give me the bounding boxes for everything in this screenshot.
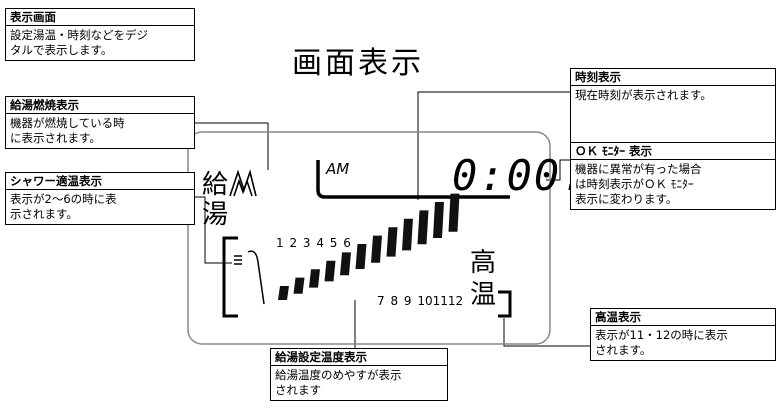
temperature-bar-segment (340, 252, 351, 276)
high-temp-label-2: 温 (470, 280, 497, 310)
scale-high-labels: 7 8 9 101112 (377, 294, 464, 308)
lcd-frame (187, 131, 551, 345)
temperature-bar-segment (402, 218, 413, 251)
high-temp-label-1: 高 (470, 248, 497, 278)
callout-line: は時刻表示がＯＫ ﾓﾆﾀｰ (575, 177, 694, 191)
shower-bracket (222, 236, 238, 318)
clock-bracket (316, 160, 510, 199)
callout-line: 給湯温度のめやすが表示 (275, 368, 402, 382)
shower-icon (234, 250, 265, 305)
callout-title: 表示画面 (6, 9, 194, 26)
callout-line: 表示に変わります。 (575, 192, 678, 206)
callout-body: 機器が燃焼している時 に表示されます。 (6, 114, 194, 148)
callout-body: 設定湯温・時刻などをデジ タルで表示します。 (6, 26, 194, 60)
clock-readout: 0:00. (452, 151, 589, 200)
display-screen-callout: 表示画面 設定湯温・時刻などをデジ タルで表示します。 (5, 8, 195, 61)
temperature-bar-segment (293, 277, 305, 294)
temp-setting-callout: 給湯設定温度表示 給湯温度のめやすが表示 されます (270, 348, 448, 401)
temperature-bar-segment (433, 202, 444, 238)
temperature-bar-segment (355, 244, 367, 269)
callout-title: 給湯燃焼表示 (6, 97, 194, 114)
callout-body: 表示が11・12の時に表示 されます。 (591, 326, 775, 360)
callout-line: 表示が2～6の時に表 (10, 192, 117, 206)
callout-title: ＯＫ ﾓﾆﾀｰ 表示 (571, 143, 775, 160)
callout-title: 時刻表示 (571, 69, 775, 86)
callout-title: シャワー適温表示 (6, 173, 194, 190)
clock-callout: 時刻表示 現在時刻が表示されます。 (570, 68, 776, 152)
temperature-bar-graph (278, 193, 460, 300)
callout-line: 機器に異常が有った場合 (575, 162, 702, 176)
callout-line: タルで表示します。 (10, 43, 113, 57)
page-title: 画面表示 (292, 46, 424, 81)
callout-body: 表示が2～6の時に表 示されます。 (6, 190, 194, 224)
callout-body: 機器に異常が有った場合 は時刻表示がＯＫ ﾓﾆﾀｰ 表示に変わります。 (571, 160, 775, 209)
callout-body: 現在時刻が表示されます。 (571, 86, 775, 105)
shower-callout: シャワー適温表示 表示が2～6の時に表 示されます。 (5, 172, 195, 225)
temperature-bar-segment (309, 269, 320, 288)
callout-line: 設定湯温・時刻などをデジ (10, 28, 148, 42)
high-temp-bracket (498, 290, 512, 318)
temperature-bar-segment (417, 210, 429, 245)
am-label: AM (326, 160, 350, 178)
scale-low-labels: 1 2 3 4 5 6 (276, 236, 351, 250)
callout-line: 示されます。 (10, 207, 78, 221)
callout-line: 表示が11・12の時に表示 (595, 328, 728, 342)
flame-icon (229, 169, 257, 197)
yu-label: 湯 (202, 200, 229, 230)
callout-line: に表示されます。 (10, 131, 101, 145)
callout-body: 給湯温度のめやすが表示 されます (271, 366, 447, 400)
callout-title: 給湯設定温度表示 (271, 349, 447, 366)
ok-monitor-callout: ＯＫ ﾓﾆﾀｰ 表示 機器に異常が有った場合 は時刻表示がＯＫ ﾓﾆﾀｰ 表示に… (570, 142, 776, 210)
high-temp-callout: 高温表示 表示が11・12の時に表示 されます。 (590, 308, 776, 361)
combustion-callout: 給湯燃焼表示 機器が燃焼している時 に表示されます。 (5, 96, 195, 149)
temperature-bar-segment (448, 193, 460, 232)
callout-title: 高温表示 (591, 309, 775, 326)
temperature-bar-segment (386, 227, 398, 257)
temperature-bar-segment (371, 235, 382, 263)
callout-line: されます。 (595, 343, 652, 357)
temperature-bar-segment (324, 260, 336, 282)
callout-line: 機器が燃焼している時 (10, 116, 125, 130)
callout-line: されます (275, 383, 321, 397)
callout-line: 現在時刻が表示されます。 (575, 88, 712, 102)
temperature-bar-segment (278, 286, 289, 300)
kyu-label: 給 (202, 170, 229, 200)
